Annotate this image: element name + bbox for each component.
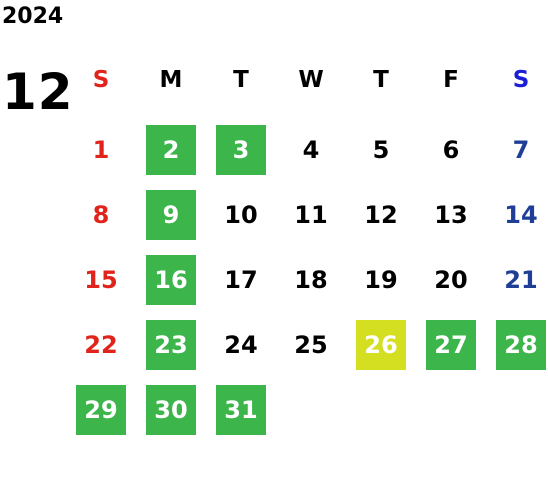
day-cell: 10 — [224, 201, 258, 229]
day-cell: 19 — [364, 266, 398, 294]
day-cell-closed: 31 — [216, 385, 266, 435]
day-cell: 12 — [364, 201, 398, 229]
day-cell: 13 — [434, 201, 468, 229]
day-cell-saturday: 7 — [512, 136, 530, 164]
day-cell-closed: 16 — [146, 255, 196, 305]
day-cell-closed: 9 — [146, 190, 196, 240]
weekday-header-saturday: S — [512, 67, 530, 93]
calendar-year: 2024 — [2, 4, 64, 29]
day-cell: 11 — [294, 201, 328, 229]
day-cell: 20 — [434, 266, 468, 294]
day-cell-closed: 2 — [146, 125, 196, 175]
day-cell: 18 — [294, 266, 328, 294]
day-cell-closed: 3 — [216, 125, 266, 175]
day-cell-closed: 28 — [496, 320, 546, 370]
weekday-header-sunday: S — [92, 67, 110, 93]
weekday-header-friday: F — [443, 67, 459, 93]
day-cell-sunday: 15 — [84, 266, 118, 294]
weekday-header-wednesday: W — [298, 67, 324, 93]
day-cell: 17 — [224, 266, 258, 294]
day-cell: 25 — [294, 331, 328, 359]
weekday-header-tuesday: T — [233, 67, 249, 93]
day-cell-closed: 29 — [76, 385, 126, 435]
weekday-header-monday: M — [159, 67, 183, 93]
day-cell: 4 — [302, 136, 320, 164]
day-cell-sunday: 1 — [92, 136, 110, 164]
day-cell-saturday: 21 — [504, 266, 538, 294]
day-cell-special: 26 — [356, 320, 406, 370]
day-cell-closed: 30 — [146, 385, 196, 435]
day-cell-closed: 27 — [426, 320, 476, 370]
day-cell: 6 — [442, 136, 460, 164]
day-cell: 5 — [372, 136, 390, 164]
calendar-grid: S M T W T F S 1 2 3 4 5 6 7 8 9 10 11 12… — [76, 55, 548, 455]
weekday-header-thursday: T — [373, 67, 389, 93]
day-cell-sunday: 22 — [84, 331, 118, 359]
calendar-month: 12 — [2, 63, 74, 121]
day-cell-sunday: 8 — [92, 201, 110, 229]
day-cell-saturday: 14 — [504, 201, 538, 229]
day-cell: 24 — [224, 331, 258, 359]
day-cell-closed: 23 — [146, 320, 196, 370]
